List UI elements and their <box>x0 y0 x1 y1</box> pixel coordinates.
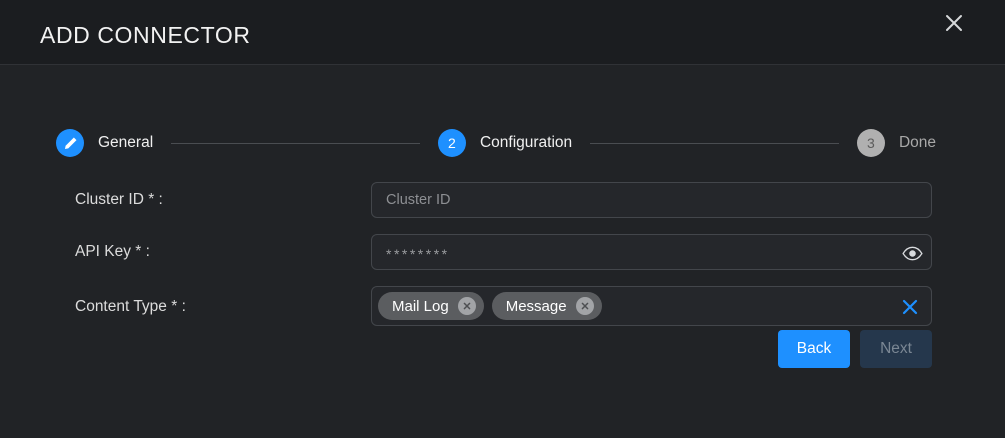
api-key-label: API Key * : <box>75 243 150 260</box>
next-button[interactable]: Next <box>860 330 932 368</box>
connector-form: Cluster ID * : API Key * : ******** Cont… <box>0 182 1005 342</box>
form-row-cluster-id: Cluster ID * : <box>0 182 1005 224</box>
stepper-step-configuration[interactable]: 2 Configuration <box>437 129 573 157</box>
chip-label: Mail Log <box>392 297 449 315</box>
dialog-actions: Back Next <box>371 330 932 368</box>
cluster-id-input[interactable] <box>372 183 931 217</box>
pencil-icon <box>56 129 84 157</box>
list-item[interactable]: Message <box>491 292 602 320</box>
stepper-label-done: Done <box>898 134 937 151</box>
stepper-label-configuration: Configuration <box>479 134 573 151</box>
stepper-step-general[interactable]: General <box>56 129 153 157</box>
content-type-field[interactable]: Mail Log Message <box>371 286 932 326</box>
close-icon[interactable] <box>941 10 967 36</box>
chip-label: Message <box>505 297 567 315</box>
list-item[interactable]: Mail Log <box>378 292 484 320</box>
cluster-id-field[interactable] <box>371 182 932 218</box>
stepper-connector-2 <box>590 142 839 144</box>
page-title: ADD CONNECTOR <box>40 22 251 48</box>
clear-all-icon[interactable] <box>899 296 921 318</box>
stepper-step-done[interactable]: 3 Done <box>856 129 937 157</box>
stepper-connector-1 <box>171 142 420 144</box>
content-type-label: Content Type * : <box>75 298 186 315</box>
stepper-number-3: 3 <box>856 129 885 157</box>
dialog-header: ADD CONNECTOR <box>0 0 1005 65</box>
wizard-stepper: General 2 Configuration 3 Done <box>56 128 936 158</box>
stepper-number-2: 2 <box>437 129 466 157</box>
form-row-api-key: API Key * : ******** <box>0 234 1005 276</box>
back-button[interactable]: Back <box>778 330 850 368</box>
cluster-id-label: Cluster ID * : <box>75 191 163 208</box>
chip-close-icon[interactable] <box>457 297 476 315</box>
form-row-content-type: Content Type * : Mail Log Message <box>0 286 1005 332</box>
eye-icon[interactable] <box>901 243 923 263</box>
chip-close-icon[interactable] <box>575 297 594 315</box>
api-key-masked-value[interactable]: ******** <box>386 246 450 262</box>
stepper-label-general: General <box>98 134 154 151</box>
api-key-field[interactable]: ******** <box>371 234 932 270</box>
